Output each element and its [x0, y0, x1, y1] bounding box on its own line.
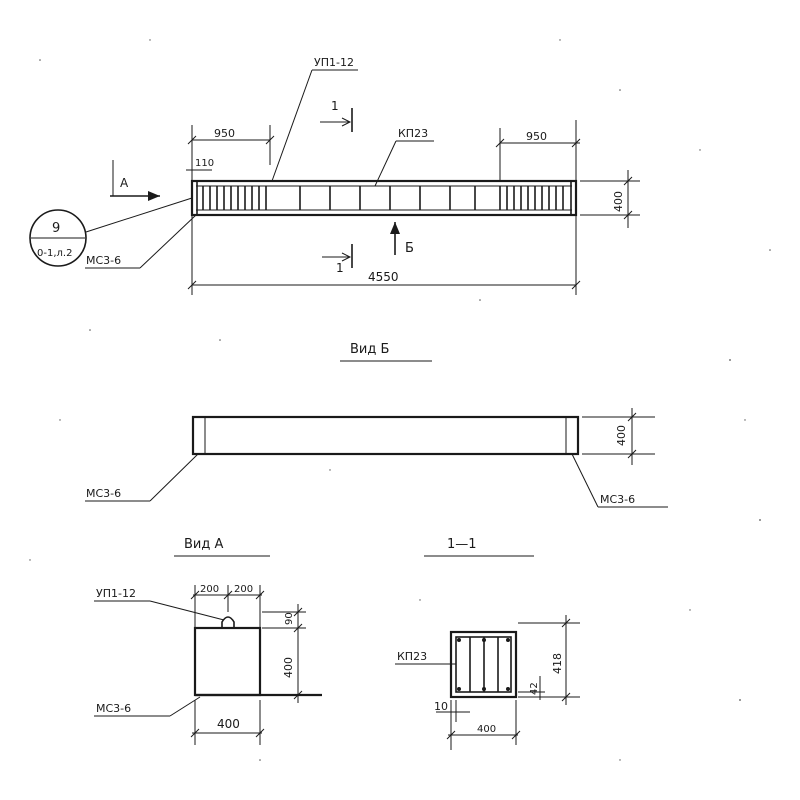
plan-label-mc: МС3-6 — [85, 214, 197, 269]
svg-text:418: 418 — [551, 653, 564, 674]
section-label-kp: КП23 — [395, 650, 456, 665]
svg-text:КП23: КП23 — [397, 650, 427, 663]
section-1-1: 1—1 КП23 418 42 — [395, 537, 580, 750]
view-a: Вид А 200 200 90 400 — [94, 537, 322, 745]
detail-callout: 9 0-1,л.2 — [29, 197, 193, 267]
dim-small-110: 110 — [186, 158, 214, 171]
svg-text:42: 42 — [529, 682, 540, 695]
svg-text:9: 9 — [52, 221, 60, 236]
svg-text:Б: Б — [405, 241, 414, 256]
section-dim-right: 418 42 — [518, 615, 580, 705]
svg-text:90: 90 — [284, 612, 295, 625]
section-mark-bottom: 1 — [322, 244, 353, 275]
view-b-title: Вид Б — [350, 342, 389, 357]
view-a-dim-right: 90 400 — [262, 604, 306, 703]
svg-text:200: 200 — [200, 584, 219, 595]
svg-text:400: 400 — [612, 191, 625, 212]
svg-text:МС3-6: МС3-6 — [86, 254, 121, 267]
dim-left-950: 950 — [187, 125, 275, 181]
view-b-beam — [191, 415, 580, 456]
plan-label-up: УП1-12 — [271, 56, 358, 182]
section-dim-cover-left: 10 — [434, 700, 470, 750]
svg-text:400: 400 — [217, 717, 240, 731]
view-a-title: Вид А — [184, 537, 223, 552]
dim-height-400: 400 — [580, 170, 640, 228]
svg-text:110: 110 — [195, 158, 214, 169]
view-a-dim-bottom: 400 — [190, 700, 265, 745]
svg-text:УП1-12: УП1-12 — [96, 587, 136, 600]
view-a-label-up: УП1-12 — [94, 587, 225, 621]
view-arrow-a: А — [110, 160, 160, 201]
svg-text:400: 400 — [282, 657, 295, 678]
section-dim-bottom: 400 — [446, 700, 521, 745]
section-mark-top: 1 — [320, 99, 353, 132]
plan-stirrups — [202, 186, 564, 210]
svg-text:МС3-6: МС3-6 — [600, 493, 635, 506]
section-title: 1—1 — [447, 537, 477, 552]
view-b-label-left: МС3-6 — [85, 453, 199, 502]
scan-noise — [29, 39, 771, 761]
plan-view: 950 950 110 400 — [29, 56, 640, 295]
view-a-body — [193, 626, 262, 697]
svg-text:КП23: КП23 — [398, 127, 428, 140]
svg-text:1: 1 — [336, 261, 344, 275]
view-arrow-b: Б — [390, 222, 414, 256]
view-a-label-mc: МС3-6 — [94, 696, 201, 717]
dim-right-950: 950 — [495, 120, 581, 181]
svg-text:МС3-6: МС3-6 — [96, 702, 131, 715]
rebar-dots — [457, 638, 510, 691]
svg-text:МС3-6: МС3-6 — [86, 487, 121, 500]
svg-text:400: 400 — [477, 724, 496, 735]
view-b-dim-height: 400 — [582, 408, 655, 465]
svg-text:950: 950 — [214, 127, 235, 140]
view-b-label-right: МС3-6 — [571, 453, 668, 508]
plan-label-kp: КП23 — [374, 127, 434, 187]
svg-text:200: 200 — [234, 584, 253, 595]
svg-text:1: 1 — [331, 99, 339, 113]
lifting-loop — [221, 616, 235, 628]
svg-text:0-1,л.2: 0-1,л.2 — [37, 248, 72, 259]
svg-text:400: 400 — [615, 425, 628, 446]
svg-text:950: 950 — [526, 130, 547, 143]
svg-text:10: 10 — [434, 700, 448, 713]
svg-text:А: А — [120, 176, 129, 190]
dim-total-4550: 4550 — [187, 215, 581, 295]
svg-text:4550: 4550 — [368, 270, 399, 284]
svg-text:УП1-12: УП1-12 — [314, 56, 354, 69]
view-a-dim-top: 200 200 — [190, 584, 265, 628]
view-b: Вид Б 400 МС3-6 МС3-6 — [85, 342, 668, 508]
